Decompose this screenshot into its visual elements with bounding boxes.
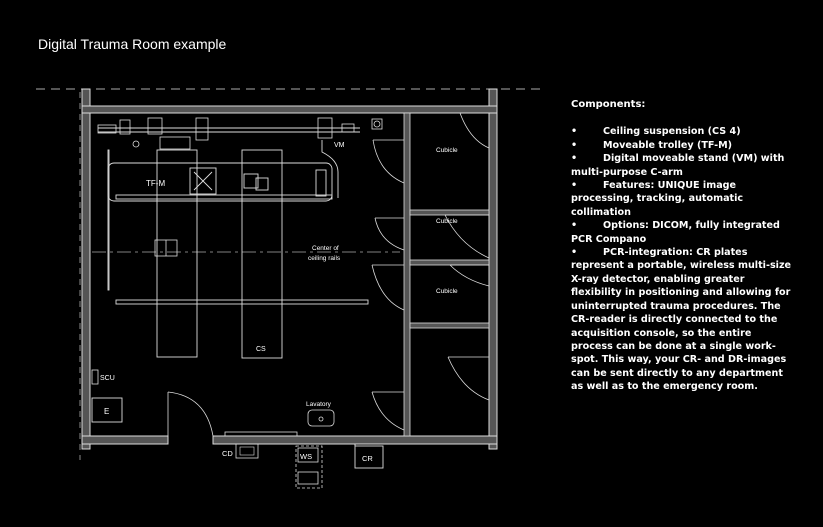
tfm-label: TF-M — [146, 179, 165, 188]
cubicle-partition — [403, 112, 490, 437]
cd-box — [235, 443, 259, 459]
ceiling-suspension — [97, 117, 383, 150]
list-item: •Moveable trolley (TF-M) — [571, 139, 733, 151]
cr-box — [354, 445, 384, 469]
main-door — [167, 391, 214, 437]
list-item: •Ceiling suspension (CS 4) — [571, 126, 741, 138]
components-list: •Ceiling suspension (CS 4) •Moveable tro… — [571, 125, 796, 393]
lavatory — [307, 409, 335, 427]
vm-c-arm — [255, 140, 339, 198]
outer-walls — [81, 88, 498, 450]
scu-box — [91, 369, 99, 385]
components-heading: Components: — [571, 99, 646, 110]
cr-label: CR — [362, 454, 373, 463]
cubicle-doors — [371, 112, 490, 431]
list-item: •Digital moveable stand (VM) with multi-… — [571, 153, 785, 178]
cubicle-label-3: Cubicle — [436, 288, 458, 295]
lavatory-label: Lavatory — [306, 401, 332, 408]
window-strip — [224, 431, 298, 437]
center-label-line2: ceiling rails — [308, 255, 341, 262]
diagram-title: Digital Trauma Room example — [38, 36, 227, 52]
ws-workstation — [295, 445, 323, 489]
cubicle-label-2: Cubicle — [436, 218, 458, 225]
moveable-device — [154, 239, 178, 257]
list-item: •Options: DICOM, fully integrated PCR Co… — [571, 220, 780, 245]
center-label-line1: Center of — [312, 245, 339, 252]
e-box — [91, 397, 123, 423]
cubicle-label-1: Cubicle — [436, 147, 458, 154]
e-label: E — [104, 407, 109, 416]
scu-label: SCU — [100, 375, 115, 382]
cs-label: CS — [256, 346, 266, 353]
list-item: •PCR-integration: CR plates represent a … — [571, 247, 792, 393]
components-panel: Components: •Ceiling suspension (CS 4) •… — [571, 98, 796, 394]
ceiling-rails — [98, 127, 369, 305]
vm-label: VM — [334, 142, 345, 149]
cd-label: CD — [222, 449, 233, 458]
stand-columns — [107, 149, 283, 359]
list-item: •Features: UNIQUE image processing, trac… — [571, 180, 744, 218]
ws-label: WS — [300, 452, 312, 461]
